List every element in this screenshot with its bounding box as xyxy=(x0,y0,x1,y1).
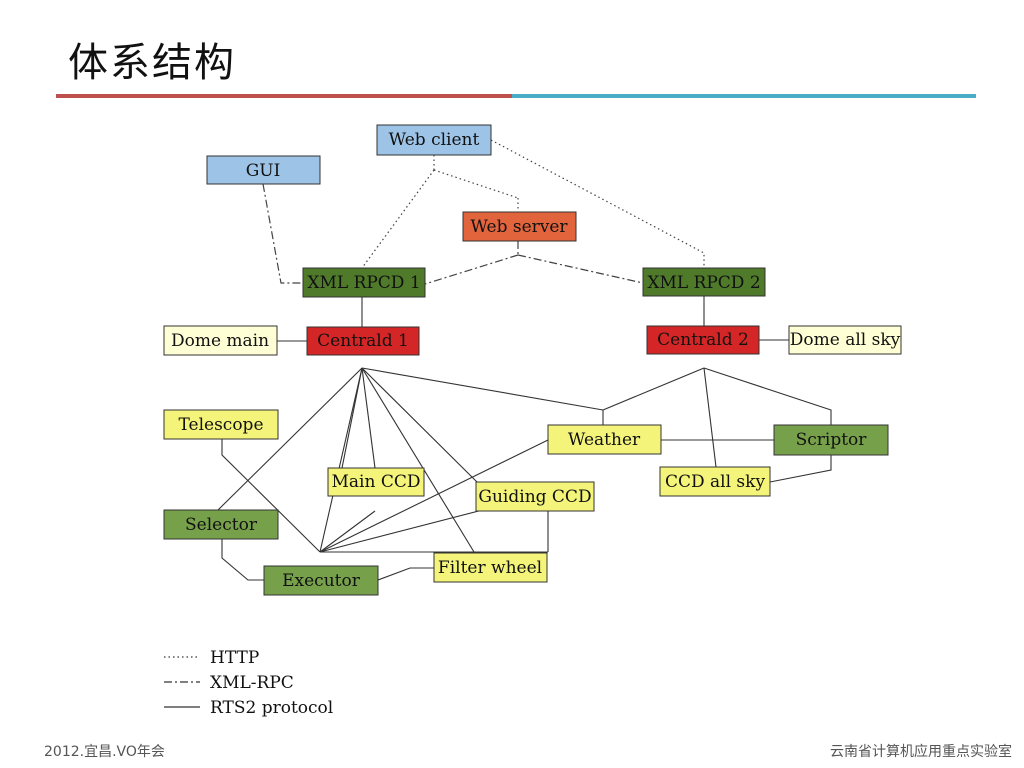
rts2-links xyxy=(217,296,832,581)
node-xml-rpcd-1-label: XML RPCD 1 xyxy=(307,273,420,293)
node-xml-rpcd-2: XML RPCD 2 xyxy=(642,267,766,297)
node-gui-label: GUI xyxy=(246,161,281,181)
link-scriptor-ccdallsky xyxy=(769,455,832,483)
node-web-server-label: Web server xyxy=(470,217,568,237)
node-executor-label: Executor xyxy=(282,571,361,591)
link-executor-weather-2 xyxy=(319,505,499,553)
slide-title: 体系结构 xyxy=(68,40,236,86)
node-main-ccd-label: Main CCD xyxy=(332,472,421,492)
node-centrald-1: Centrald 1 xyxy=(306,326,420,356)
link-c2-weather xyxy=(602,367,705,411)
node-ccd-all-sky-label: CCD all sky xyxy=(665,472,765,492)
link-webclient-rpcd2 xyxy=(490,139,705,268)
node-web-client: Web client xyxy=(376,124,492,156)
node-gui: GUI xyxy=(206,155,321,185)
link-webclient-webserver xyxy=(433,169,519,199)
link-webserver-rpcd2 xyxy=(517,254,644,284)
node-executor: Executor xyxy=(263,565,379,596)
node-guiding-ccd: Guiding CCD xyxy=(475,481,595,512)
node-guiding-ccd-label: Guiding CCD xyxy=(478,487,591,507)
link-c2-scriptor xyxy=(703,367,832,425)
link-c1-selector xyxy=(217,367,363,511)
node-filter-wheel: Filter wheel xyxy=(433,552,548,583)
title-underline-red xyxy=(56,94,512,98)
node-scriptor: Scriptor xyxy=(773,424,889,456)
node-selector-label: Selector xyxy=(185,515,258,535)
link-c2-ccdallsky xyxy=(703,367,717,468)
node-scriptor-label: Scriptor xyxy=(796,430,868,450)
link-c1-weather xyxy=(361,367,604,411)
node-centrald-1-label: Centrald 1 xyxy=(317,331,409,351)
title-underline-blue xyxy=(512,94,976,98)
node-dome-main: Dome main xyxy=(163,325,278,356)
node-centrald-2: Centrald 2 xyxy=(646,325,760,355)
link-c1-filterwheel xyxy=(361,367,475,553)
link-executor-filterwheel xyxy=(377,567,434,581)
link-webclient-rpcd1 xyxy=(361,169,435,269)
node-ccd-all-sky: CCD all sky xyxy=(659,466,771,497)
legend-xmlrpc-label: XML-RPC xyxy=(210,673,294,693)
link-executor-telescope xyxy=(221,438,321,553)
node-filter-wheel-label: Filter wheel xyxy=(438,558,542,578)
node-dome-main-label: Dome main xyxy=(171,331,269,351)
footer-event: 2012.宜昌.VO年会 xyxy=(44,744,165,760)
node-web-server: Web server xyxy=(462,211,577,242)
link-executor-weather xyxy=(319,439,549,553)
link-gui-rpcd1 xyxy=(262,183,303,284)
link-webserver-rpcd1 xyxy=(424,254,519,285)
node-web-client-label: Web client xyxy=(389,130,480,150)
diagram-legend: HTTP XML-RPC RTS2 protocol xyxy=(164,648,333,718)
http-links xyxy=(361,139,705,269)
legend-rts2-label: RTS2 protocol xyxy=(210,698,333,718)
node-weather: Weather xyxy=(547,424,662,455)
node-main-ccd: Main CCD xyxy=(327,467,425,497)
node-dome-all-sky: Dome all sky xyxy=(788,325,902,355)
node-telescope-label: Telescope xyxy=(179,415,264,435)
node-xml-rpcd-1: XML RPCD 1 xyxy=(302,267,426,298)
node-selector: Selector xyxy=(163,509,279,540)
node-weather-label: Weather xyxy=(568,430,641,450)
xmlrpc-links xyxy=(262,183,644,285)
link-c1-mainccd-a xyxy=(341,367,363,469)
footer-organization: 云南省计算机应用重点实验室 xyxy=(830,744,1012,760)
node-xml-rpcd-2-label: XML RPCD 2 xyxy=(647,273,760,293)
node-telescope: Telescope xyxy=(163,409,279,440)
node-dome-all-sky-label: Dome all sky xyxy=(790,330,901,350)
legend-http-label: HTTP xyxy=(210,648,259,668)
link-executor-mainccd xyxy=(319,510,376,553)
node-centrald-2-label: Centrald 2 xyxy=(657,330,749,350)
link-c1-guidingccd xyxy=(361,367,479,484)
link-selector-executor xyxy=(221,539,264,581)
link-c1-mainccd-b xyxy=(361,367,376,469)
link-c1-executor xyxy=(319,367,363,553)
